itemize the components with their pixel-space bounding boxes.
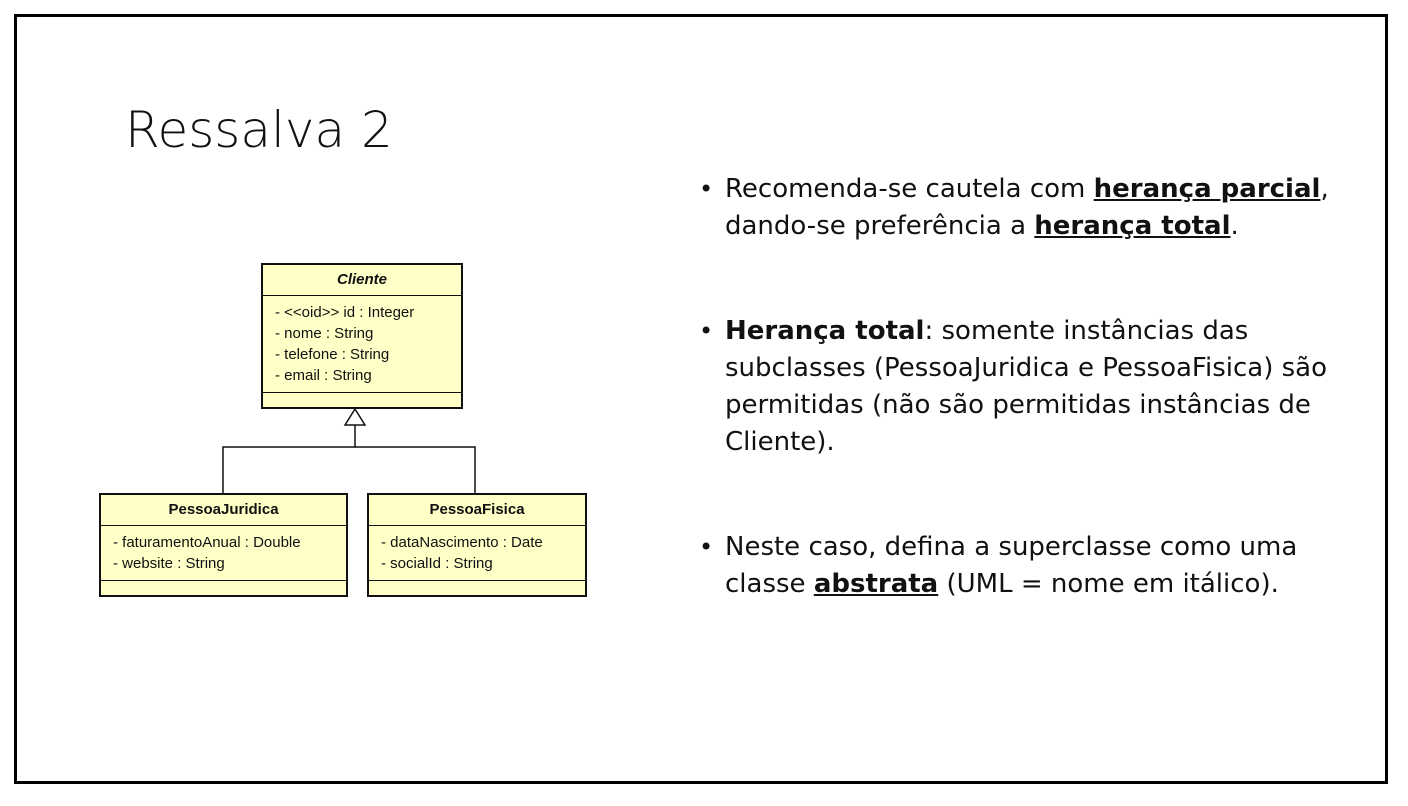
- uml-class-name: PessoaJuridica: [101, 495, 346, 526]
- uml-operations: [369, 581, 585, 595]
- uml-attributes: - faturamentoAnual : Double - website : …: [101, 526, 346, 581]
- bullet-text: (UML = nome em itálico).: [938, 569, 1279, 599]
- bullet-item: Herança total: somente instâncias das su…: [697, 313, 1357, 461]
- bullet-emphasis: herança parcial: [1093, 174, 1321, 204]
- uml-class-pessoa-fisica: PessoaFisica - dataNascimento : Date - s…: [367, 493, 587, 597]
- uml-class-pessoa-juridica: PessoaJuridica - faturamentoAnual : Doub…: [99, 493, 348, 597]
- bullet-emphasis: Herança total: [725, 316, 925, 346]
- bullet-emphasis: herança total: [1034, 211, 1231, 241]
- bullet-text: Recomenda-se cautela com: [725, 174, 1094, 204]
- uml-attribute: - email : String: [275, 367, 372, 384]
- uml-attribute: - <<oid>> id : Integer: [275, 304, 415, 321]
- bullet-item: Recomenda-se cautela com herança parcial…: [697, 171, 1357, 245]
- uml-attribute: - website : String: [113, 555, 225, 572]
- generalization-arrowhead: [343, 407, 367, 426]
- bullet-text: : somente instâncias das subclasses (Pes…: [725, 316, 1327, 457]
- bullet-text: Neste caso, defina a superclasse como um…: [725, 532, 1298, 599]
- uml-class-cliente: Cliente - <<oid>> id : Integer - nome : …: [261, 263, 463, 409]
- uml-attribute: - telefone : String: [275, 346, 390, 363]
- uml-operations: [263, 393, 461, 407]
- uml-attributes: - <<oid>> id : Integer - nome : String -…: [263, 296, 461, 393]
- uml-attribute: - dataNascimento : Date: [381, 534, 543, 551]
- bullet-text: .: [1230, 211, 1239, 241]
- uml-class-name: Cliente: [263, 265, 461, 296]
- uml-class-name: PessoaFisica: [369, 495, 585, 526]
- bullet-item: Neste caso, defina a superclasse como um…: [697, 529, 1357, 603]
- slide-title: Ressalva 2: [125, 101, 393, 159]
- bullet-text: , dando-se preferência a: [725, 174, 1329, 241]
- uml-attribute: - socialId : String: [381, 555, 493, 572]
- uml-attributes: - dataNascimento : Date - socialId : Str…: [369, 526, 585, 581]
- uml-attribute: - nome : String: [275, 325, 374, 342]
- slide: Ressalva 2 Cliente - <<oid>> id : Intege…: [14, 14, 1388, 784]
- bullet-emphasis: abstrata: [813, 569, 939, 599]
- uml-attribute: - faturamentoAnual : Double: [113, 534, 301, 551]
- bullet-list: Recomenda-se cautela com herança parcial…: [697, 167, 1357, 603]
- uml-operations: [101, 581, 346, 595]
